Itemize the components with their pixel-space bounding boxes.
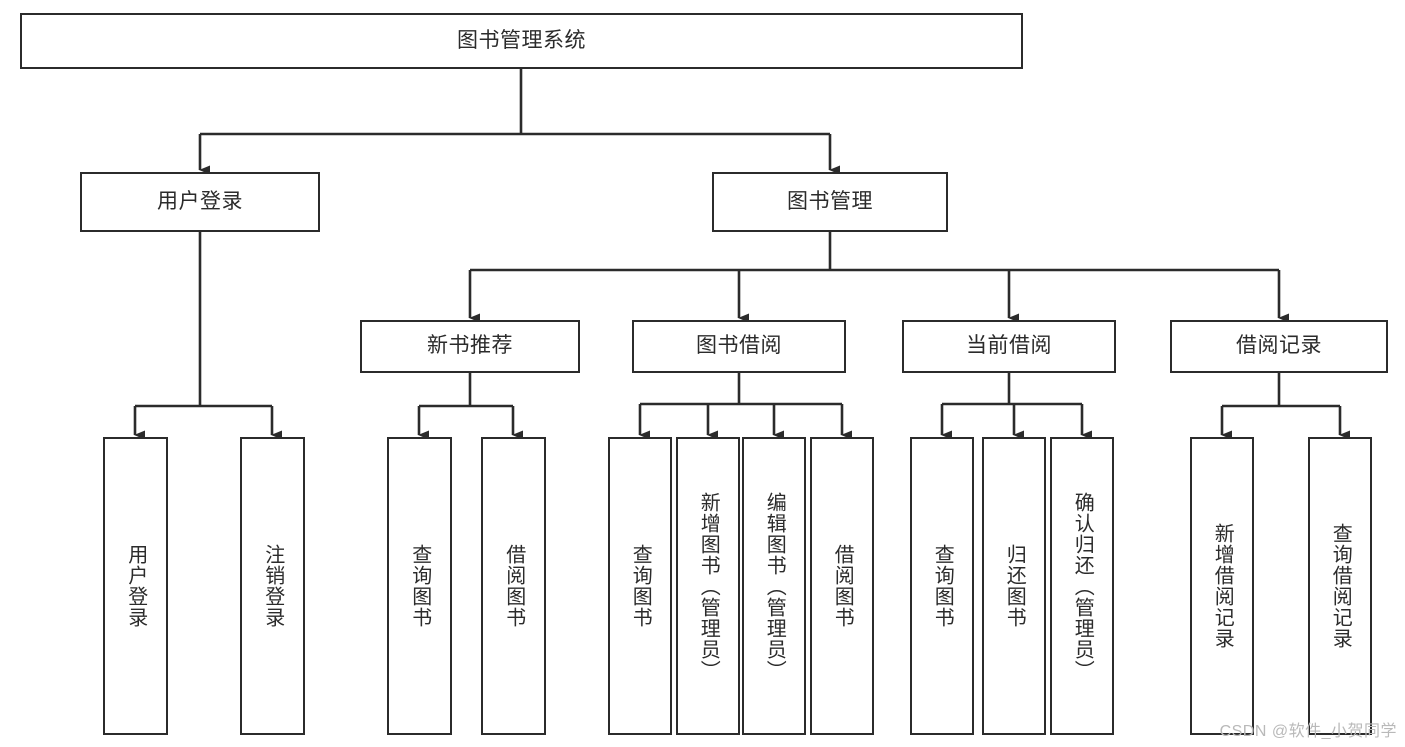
node-current-borrow-label: 当前借阅 [966, 334, 1052, 358]
node-current-borrow[interactable]: 当前借阅 [902, 320, 1116, 373]
node-book-management[interactable]: 图书管理 [712, 172, 948, 232]
node-leaf-user-login[interactable]: 用户登录 [103, 437, 168, 735]
node-leaf-query-book-borrow-label: 查询图书 [629, 544, 652, 628]
node-book-borrow-label: 图书借阅 [696, 334, 782, 358]
node-leaf-return-book-label: 归还图书 [1003, 544, 1026, 628]
node-leaf-borrow-book-label: 借阅图书 [831, 544, 854, 628]
node-leaf-user-logout-label: 注销登录 [261, 544, 284, 628]
node-user-login-label: 用户登录 [157, 189, 243, 213]
node-leaf-edit-book-admin[interactable]: 编辑图书（管理员） [742, 437, 806, 735]
edges-currentborrow-to-leaves [940, 373, 1092, 440]
node-leaf-add-book-admin[interactable]: 新增图书（管理员） [676, 437, 740, 735]
node-new-book-recommend-label: 新书推荐 [427, 334, 513, 358]
node-leaf-confirm-return-admin-label: 确认归还（管理员） [1071, 491, 1094, 681]
edges-bookmanagement-to-level3 [468, 232, 1289, 323]
node-leaf-query-book-rec-label: 查询图书 [408, 544, 431, 628]
node-book-borrow[interactable]: 图书借阅 [632, 320, 846, 373]
edges-root-to-level2 [198, 69, 840, 175]
node-borrow-record-label: 借阅记录 [1236, 334, 1322, 358]
node-leaf-query-borrow-record-label: 查询借阅记录 [1329, 523, 1352, 649]
node-book-management-label: 图书管理 [787, 189, 873, 213]
node-leaf-borrow-book[interactable]: 借阅图书 [810, 437, 874, 735]
node-leaf-query-book-current-label: 查询图书 [931, 544, 954, 628]
node-leaf-user-logout[interactable]: 注销登录 [240, 437, 305, 735]
node-leaf-user-login-label: 用户登录 [124, 544, 147, 628]
node-leaf-query-book-rec[interactable]: 查询图书 [387, 437, 452, 735]
node-new-book-recommend[interactable]: 新书推荐 [360, 320, 580, 373]
node-leaf-add-borrow-record[interactable]: 新增借阅记录 [1190, 437, 1254, 735]
node-user-login[interactable]: 用户登录 [80, 172, 320, 232]
node-leaf-borrow-book-rec[interactable]: 借阅图书 [481, 437, 546, 735]
node-leaf-return-book[interactable]: 归还图书 [982, 437, 1046, 735]
node-borrow-record[interactable]: 借阅记录 [1170, 320, 1388, 373]
node-leaf-confirm-return-admin[interactable]: 确认归还（管理员） [1050, 437, 1114, 735]
node-leaf-borrow-book-rec-label: 借阅图书 [502, 544, 525, 628]
node-leaf-add-book-admin-label: 新增图书（管理员） [697, 491, 720, 681]
node-leaf-edit-book-admin-label: 编辑图书（管理员） [763, 491, 786, 681]
edges-bookborrow-to-leaves [638, 373, 852, 440]
node-leaf-query-book-borrow[interactable]: 查询图书 [608, 437, 672, 735]
edges-newbookrecommend-to-leaves [417, 373, 523, 440]
watermark-text: CSDN @软件_小贺同学 [1219, 723, 1397, 740]
node-leaf-query-borrow-record[interactable]: 查询借阅记录 [1308, 437, 1372, 735]
edges-borrowrecord-to-leaves [1220, 373, 1350, 440]
node-root-system[interactable]: 图书管理系统 [20, 13, 1023, 69]
edges-userlogin-to-leaves [133, 232, 282, 440]
node-leaf-query-book-current[interactable]: 查询图书 [910, 437, 974, 735]
node-leaf-add-borrow-record-label: 新增借阅记录 [1211, 523, 1234, 649]
node-root-system-label: 图书管理系统 [457, 28, 586, 52]
